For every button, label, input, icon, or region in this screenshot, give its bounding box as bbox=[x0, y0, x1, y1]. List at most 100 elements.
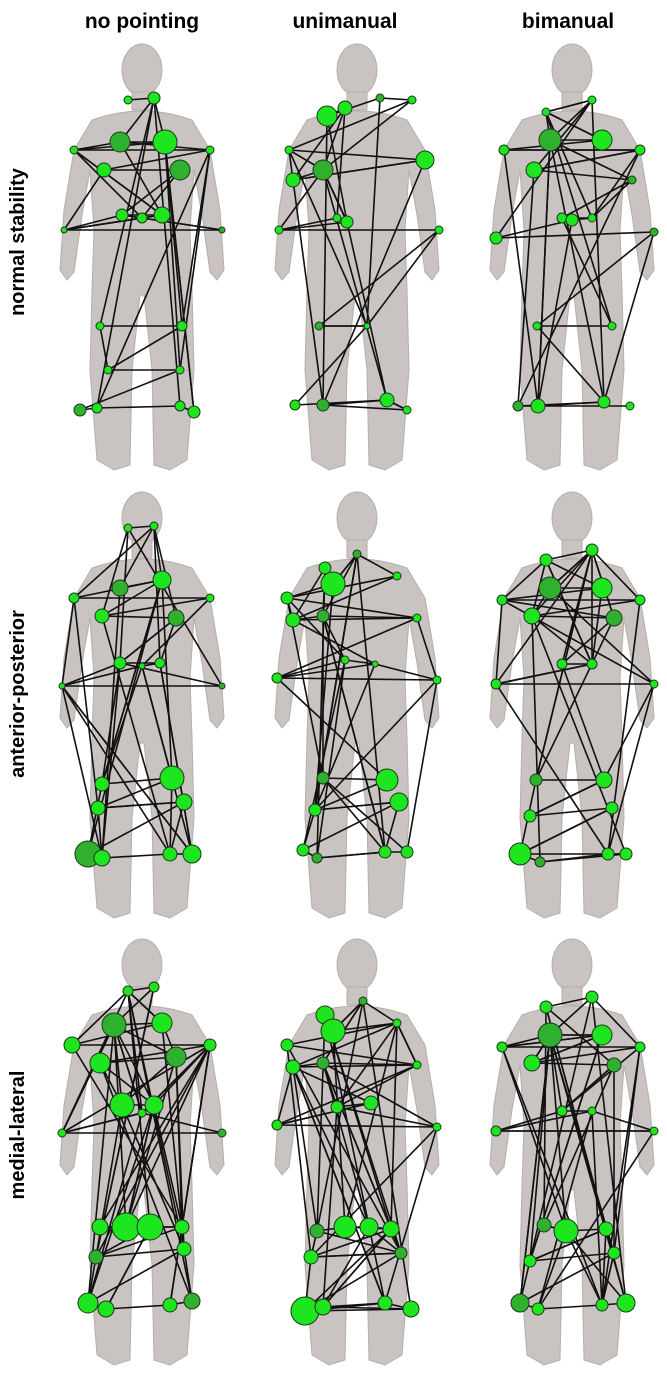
network-node bbox=[334, 1216, 356, 1238]
network-node bbox=[359, 997, 367, 1005]
network-node bbox=[321, 572, 345, 596]
network-node bbox=[160, 766, 184, 790]
network-node bbox=[155, 658, 165, 668]
network-node bbox=[383, 1221, 399, 1237]
network-node bbox=[435, 226, 443, 234]
network-node bbox=[219, 227, 225, 233]
network-node bbox=[177, 1242, 191, 1256]
network-node bbox=[526, 162, 542, 178]
network-node bbox=[635, 1042, 645, 1052]
network-node bbox=[317, 610, 329, 622]
network-node bbox=[92, 1219, 108, 1235]
network-node bbox=[331, 1101, 343, 1113]
network-node bbox=[596, 772, 612, 788]
network-node bbox=[376, 769, 398, 791]
network-node bbox=[592, 1025, 612, 1045]
network-node bbox=[364, 323, 370, 329]
network-node bbox=[393, 1019, 401, 1027]
network-node bbox=[91, 801, 105, 815]
network-node bbox=[557, 659, 567, 669]
network-node bbox=[184, 1293, 200, 1309]
network-node bbox=[566, 214, 578, 226]
network-node bbox=[598, 396, 610, 408]
network-node bbox=[317, 1057, 329, 1069]
network-node bbox=[557, 1106, 567, 1116]
network-node bbox=[154, 207, 170, 223]
network-node bbox=[321, 1019, 345, 1043]
network-node bbox=[607, 1058, 621, 1072]
network-node bbox=[64, 1037, 80, 1053]
network-node bbox=[530, 774, 542, 786]
network-node bbox=[78, 1293, 98, 1313]
network-edge bbox=[380, 98, 412, 100]
network-node bbox=[98, 1301, 114, 1317]
network-node bbox=[153, 130, 177, 154]
network-node bbox=[102, 1013, 126, 1037]
network-node bbox=[557, 213, 567, 223]
network-node bbox=[315, 322, 323, 330]
network-node bbox=[152, 1013, 172, 1033]
network-node bbox=[145, 1096, 163, 1114]
network-node bbox=[281, 1039, 293, 1051]
network-node bbox=[353, 550, 361, 558]
network-node bbox=[586, 991, 598, 1003]
network-node bbox=[163, 847, 177, 861]
network-node bbox=[390, 793, 408, 811]
network-node bbox=[177, 321, 187, 331]
network-node bbox=[175, 401, 185, 411]
network-node bbox=[170, 160, 190, 180]
network-node bbox=[497, 1042, 507, 1052]
network-node bbox=[513, 401, 523, 411]
network-node bbox=[70, 146, 78, 154]
network-node bbox=[206, 594, 214, 602]
network-node bbox=[96, 322, 104, 330]
network-node bbox=[626, 402, 634, 410]
network-node bbox=[315, 1299, 331, 1315]
network-node bbox=[395, 1247, 407, 1259]
network-node bbox=[511, 1294, 529, 1312]
network-node bbox=[272, 673, 282, 683]
network-node bbox=[524, 1255, 536, 1267]
network-node bbox=[90, 1053, 110, 1073]
network-node bbox=[204, 1039, 216, 1051]
network-edge bbox=[277, 678, 437, 680]
network-node bbox=[139, 663, 145, 669]
network-node bbox=[403, 406, 411, 414]
network-node bbox=[286, 173, 300, 187]
row-header-normal-stability: normal stability bbox=[7, 167, 29, 316]
network-node bbox=[433, 1123, 441, 1131]
network-edge bbox=[407, 680, 437, 852]
network-node bbox=[538, 1023, 562, 1047]
network-node bbox=[92, 403, 102, 413]
network-node bbox=[59, 683, 65, 689]
network-node bbox=[175, 1220, 189, 1234]
network-node bbox=[137, 1214, 163, 1240]
column-header-bimanual: bimanual bbox=[522, 10, 614, 33]
network-node bbox=[285, 146, 293, 154]
network-node bbox=[304, 1250, 318, 1264]
network-node bbox=[89, 1250, 103, 1264]
network-node bbox=[163, 1298, 177, 1312]
network-node bbox=[95, 777, 109, 791]
network-node bbox=[602, 848, 614, 860]
network-node bbox=[592, 130, 612, 150]
network-node bbox=[218, 1129, 226, 1137]
network-node bbox=[137, 213, 147, 223]
network-node bbox=[176, 366, 184, 374]
network-node bbox=[408, 96, 416, 104]
network-node bbox=[588, 214, 596, 222]
network-node bbox=[286, 613, 300, 627]
network-node bbox=[540, 1001, 552, 1013]
network-node bbox=[124, 524, 132, 532]
network-node bbox=[317, 399, 329, 411]
network-node bbox=[95, 609, 109, 623]
network-node bbox=[540, 554, 552, 566]
network-node bbox=[168, 610, 184, 626]
network-node bbox=[401, 846, 413, 858]
network-node bbox=[635, 145, 645, 155]
network-node bbox=[433, 676, 441, 684]
network-node bbox=[524, 608, 540, 624]
network-node bbox=[524, 1055, 540, 1071]
network-node bbox=[312, 853, 322, 863]
